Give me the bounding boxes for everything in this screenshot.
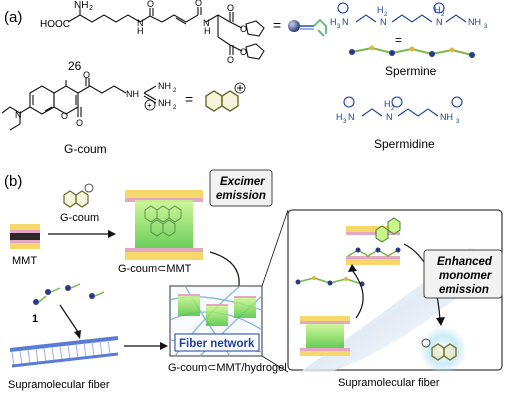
excimer-line1: Excimer [220, 176, 265, 188]
hydrogel-label: G-coum⊂MMT/hydrogel [168, 362, 287, 374]
compound-26-structure [67, 7, 265, 60]
fiber-to-hydrogel-arrowhead [160, 342, 168, 350]
supramolecular-fiber-right-label: Supramolecular fiber [338, 377, 440, 389]
amphiphile-molecules [33, 283, 105, 305]
gcoum-nh2-a: NH [158, 81, 171, 91]
enhanced-emission-box [423, 249, 503, 299]
enhanced-line1: Enhanced [437, 256, 493, 268]
spermine-nh3-sub: 3 [484, 24, 488, 30]
compound-26-h2: H [204, 26, 211, 36]
panel-a-label: (a) [4, 9, 22, 26]
inset-up-arrow [351, 269, 364, 319]
mmt-to-composite-arrowhead [108, 230, 116, 238]
spermidine-h3n-sub: 3 [343, 119, 347, 125]
inset-composite-bottom [300, 316, 350, 356]
supramolecular-fiber-left [9, 336, 119, 368]
compound-one-label: 1 [32, 313, 38, 325]
compound-26-number: 26 [68, 59, 82, 73]
polyamine-chain [295, 276, 365, 287]
panel-a: (a) HOOC NH 2 H N O O [1, 0, 488, 156]
excimer-line2: emission [216, 190, 266, 202]
gcoum-n: N [15, 110, 22, 120]
spermidine-nh3-sub: 3 [456, 119, 460, 125]
compound-26-o2: O [195, 0, 202, 8]
monomer-naphthalene-icon [421, 338, 457, 361]
compound-26-n2: N [203, 18, 210, 28]
gcoum-nh2-b: NH [158, 98, 171, 108]
gcoum-nh2-b-sub: 2 [173, 105, 177, 111]
mmt-label: MMT [12, 255, 37, 267]
spermine-n-a: N [380, 17, 387, 27]
gcoum-plus: + [147, 101, 152, 110]
compound-26-equals: = [273, 17, 281, 33]
spermine-structure [337, 2, 467, 23]
excimer-emission-box [209, 169, 273, 207]
compound-26-nh: NH [74, 0, 88, 11]
fiber-network-label: Fiber network [179, 338, 255, 350]
spermine-h2-b-sub: 2 [441, 12, 445, 18]
gcoum-small-icon [63, 183, 94, 208]
spermidine-name: Spermidine [374, 137, 435, 151]
gcoum-structure [1, 78, 157, 131]
spermidine-structure [343, 96, 463, 117]
spermidine-n: N [386, 112, 393, 122]
naphthalene-icon [205, 82, 246, 112]
molecules-to-fiber-arrowhead [74, 330, 81, 339]
spermine-h2-a-sub: 2 [384, 12, 388, 18]
spermine-h3n-sub: 3 [337, 24, 341, 30]
panel-b-label: (b) [4, 173, 22, 190]
spermidine-h2-sub: 2 [391, 106, 395, 112]
gcoum-amide-o: O [83, 70, 90, 80]
gcoum-carbonyl-o: O [76, 118, 83, 128]
inset-composite-top [346, 217, 401, 265]
compound-26-o6: O [240, 47, 247, 57]
spermine-h2-b: H [434, 5, 441, 15]
compound-26-acid: HOOC [40, 19, 70, 30]
spermidine-h3n-n: N [348, 112, 355, 122]
composite-label: G-coum⊂MMT [118, 263, 192, 275]
gcoum-plus-circle [144, 99, 156, 111]
compound-26-o1: O [147, 0, 154, 9]
molecules-to-fiber-arrow [59, 304, 79, 333]
inset-down-arrowhead [436, 317, 445, 326]
spermine-name: Spermine [385, 64, 437, 78]
gcoum-arrow-label: G-coum [60, 212, 99, 224]
gcoum-equals: = [185, 91, 193, 107]
spermine-equals: = [395, 33, 402, 47]
gcoum-nh2-a-sub: 2 [173, 88, 177, 94]
gcoum-name: G-coum [64, 142, 107, 156]
fiber-network-label-box [174, 333, 260, 352]
compound-26-amide-n: N [137, 18, 144, 28]
gcoum-ring-o: O [61, 111, 68, 121]
compound-26-o3: O [227, 3, 234, 13]
spermine-h3n-n: N [342, 17, 349, 27]
spermidine-h3n-h: H [336, 112, 343, 122]
spermine-nh3: NH [468, 17, 481, 27]
spermine-bead-chain [349, 45, 475, 58]
enhanced-line2: monomer [439, 270, 492, 282]
spermidine-h2: H [384, 99, 391, 109]
compound-26-o5: O [227, 55, 234, 65]
spermine-h2-a: H [377, 5, 384, 15]
mmt-clay-stack [10, 224, 40, 249]
enhanced-line3: emission [439, 284, 489, 296]
panel-b: (b) MMT G-coum [4, 169, 503, 391]
gcoum-nh: NH [126, 89, 139, 99]
spermine-h3n-h: H [330, 17, 337, 27]
spermidine-nh3: NH [440, 112, 453, 122]
lipid-probe-icon [288, 18, 327, 37]
spermine-n-b: N [436, 17, 443, 27]
inset-up-arrowhead [348, 264, 357, 272]
supramolecular-fiber-left-label: Supramolecular fiber [8, 379, 110, 391]
compound-26-amide-h: H [137, 26, 144, 36]
compound-26-sub2: 2 [89, 5, 93, 12]
gcoum-mmt-composite [125, 190, 203, 260]
compound-26-o4: O [240, 24, 247, 34]
